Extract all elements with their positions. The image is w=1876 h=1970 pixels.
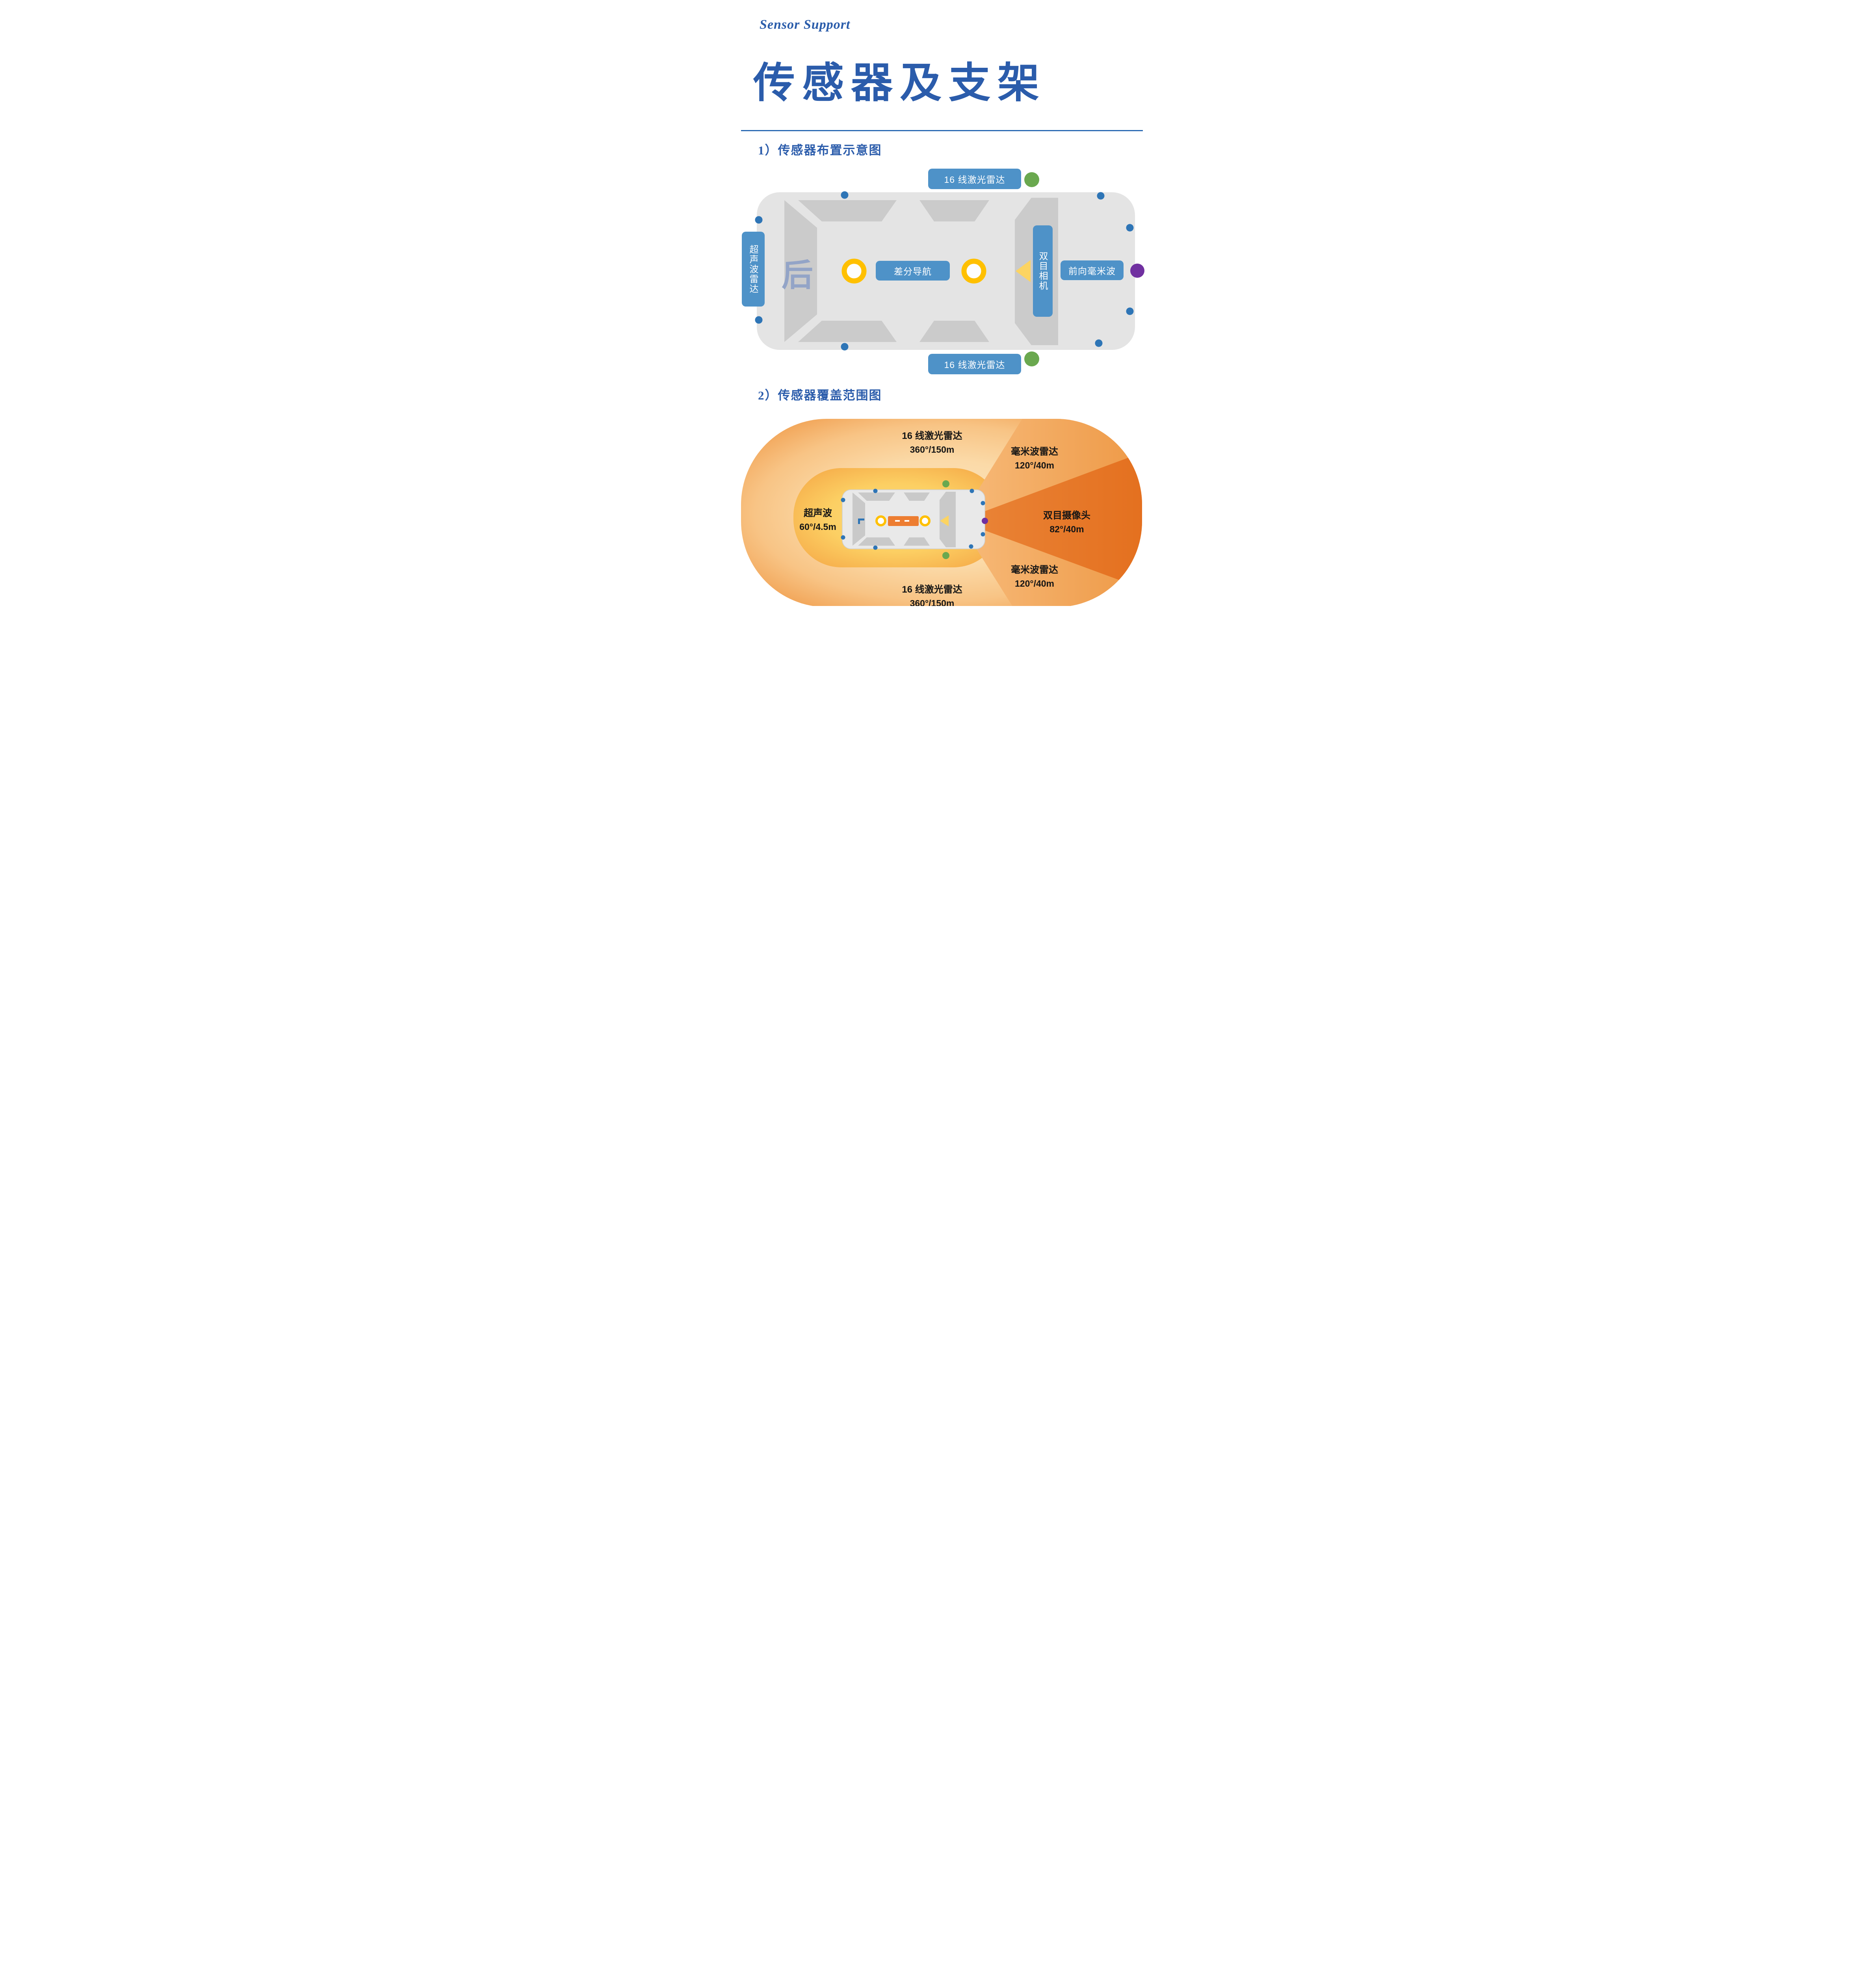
coverage-label-ultrasonic: 超声波 60°/4.5m bbox=[775, 507, 861, 533]
sensor-name: 毫米波雷达 bbox=[1011, 446, 1058, 457]
coverage-label-mmwave-top: 毫米波雷达 120°/40m bbox=[993, 445, 1076, 472]
ultrasonic-dot bbox=[873, 489, 878, 493]
coverage-label-lidar-top: 16 线激光雷达 360°/150m bbox=[869, 429, 995, 456]
sensor-name: 超声波 bbox=[804, 508, 832, 519]
lidar-marker-top bbox=[1024, 172, 1039, 187]
mini-nav-mark bbox=[905, 520, 909, 522]
coverage-label-lidar-bottom: 16 线激光雷达 360°/150m bbox=[869, 583, 995, 606]
ultrasonic-dot bbox=[755, 216, 763, 224]
sensor-range: 120°/40m bbox=[1015, 578, 1054, 589]
front-mmwave-label: 前向毫米波 bbox=[1061, 260, 1124, 280]
lidar-marker-bottom bbox=[1024, 351, 1039, 366]
mini-window-top-right bbox=[904, 492, 930, 501]
ultrasonic-dot bbox=[755, 316, 763, 324]
side-window-bottom-left bbox=[798, 321, 897, 342]
sensor-range: 120°/40m bbox=[1015, 460, 1054, 470]
rear-direction-mark: 后 bbox=[782, 258, 813, 293]
mini-window-bottom-left bbox=[858, 537, 895, 546]
ultrasonic-dots bbox=[755, 191, 1134, 351]
coverage-label-mmwave-bottom: 毫米波雷达 120°/40m bbox=[993, 563, 1076, 590]
mini-lidar-marker-bottom bbox=[942, 552, 949, 559]
ultrasonic-dot bbox=[841, 498, 845, 502]
mini-rear-mark bbox=[858, 519, 864, 524]
lidar-top-label: 16 线激光雷达 bbox=[928, 169, 1021, 189]
sensor-range: 60°/4.5m bbox=[799, 521, 836, 532]
differential-nav-label: 差分导航 bbox=[876, 261, 950, 281]
coverage-label-stereo-camera: 双目摄像头 82°/40m bbox=[1023, 509, 1110, 536]
side-window-top-left bbox=[798, 200, 897, 221]
mini-lidar-marker-top bbox=[942, 480, 949, 487]
mini-ultrasonic-dots bbox=[841, 489, 985, 550]
ultrasonic-dot bbox=[981, 532, 985, 537]
section1-heading: 1）传感器布置示意图 bbox=[758, 143, 882, 157]
ultrasonic-dot bbox=[969, 544, 973, 549]
mini-camera-fov-triangle bbox=[940, 515, 949, 526]
page-title: 传感器及支架 bbox=[753, 60, 1046, 106]
mini-window-bottom-right bbox=[904, 537, 930, 546]
ultrasonic-dot bbox=[1126, 224, 1134, 232]
mini-mmwave-marker bbox=[982, 518, 988, 524]
mini-vehicle bbox=[841, 480, 988, 559]
sensor-name: 16 线激光雷达 bbox=[902, 431, 962, 441]
ultrasonic-dot bbox=[841, 191, 849, 199]
mini-nav-box bbox=[888, 516, 919, 526]
side-window-bottom-right bbox=[919, 321, 989, 342]
ultrasonic-dot bbox=[1095, 339, 1103, 347]
mini-gnss-ring-front bbox=[919, 515, 931, 526]
ultrasonic-dot bbox=[1126, 307, 1134, 315]
sensor-range: 360°/150m bbox=[910, 444, 955, 455]
brand-script: Sensor Support bbox=[760, 17, 851, 32]
sensor-name: 16 线激光雷达 bbox=[902, 584, 962, 595]
side-window-top-right bbox=[919, 200, 989, 221]
ultrasonic-dot bbox=[981, 501, 985, 506]
gnss-antenna-ring-rear bbox=[841, 258, 867, 284]
camera-coverage-wedge bbox=[959, 452, 1142, 589]
sensor-name: 毫米波雷达 bbox=[1011, 565, 1058, 575]
ultrasonic-dot bbox=[873, 545, 878, 550]
rear-window-shape bbox=[784, 200, 817, 342]
section2-heading: 2）传感器覆盖范围图 bbox=[758, 388, 882, 402]
mmwave-marker-front bbox=[1130, 264, 1144, 278]
ultrasonic-dot bbox=[1097, 192, 1105, 200]
gnss-antenna-ring-front bbox=[961, 258, 986, 284]
page: Sensor Support 传感器及支架 1）传感器布置示意图 16 线激光雷… bbox=[704, 0, 1172, 606]
sensor-range: 82°/40m bbox=[1049, 524, 1084, 534]
sensor-range: 360°/150m bbox=[910, 598, 955, 606]
sensor-name: 双目摄像头 bbox=[1043, 510, 1090, 521]
title-divider bbox=[741, 130, 1143, 131]
camera-fov-triangle bbox=[1016, 260, 1031, 282]
mini-nav-mark bbox=[895, 520, 900, 522]
stereo-camera-label: 双目相机 bbox=[1033, 225, 1053, 317]
ultrasonic-radar-label: 超声波雷达 bbox=[742, 232, 765, 307]
lidar-bottom-label: 16 线激光雷达 bbox=[928, 354, 1021, 374]
ultrasonic-dot bbox=[970, 489, 974, 493]
diagram-canvas bbox=[741, 172, 1144, 606]
coverage-map bbox=[741, 419, 1142, 606]
mini-window-top-left bbox=[858, 492, 895, 501]
mini-gnss-ring-rear bbox=[875, 515, 886, 526]
ultrasonic-dot bbox=[841, 535, 845, 540]
ultrasonic-dot bbox=[841, 343, 849, 351]
